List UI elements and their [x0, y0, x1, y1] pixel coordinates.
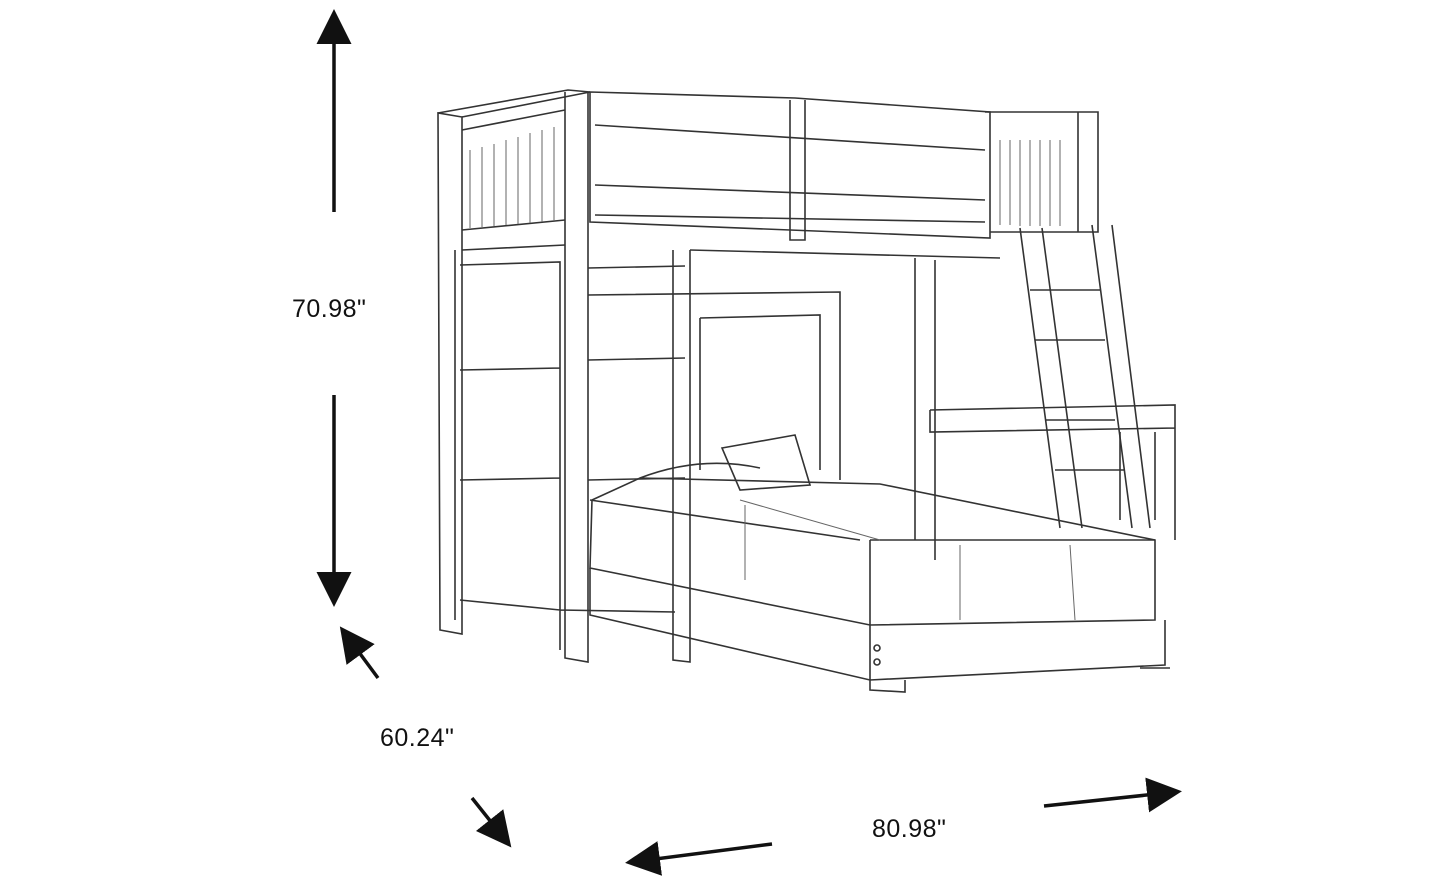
depth-arrow [339, 626, 512, 848]
width-label: 80.98" [872, 815, 947, 843]
depth-label: 60.24" [380, 724, 455, 752]
width-arrow [625, 777, 1182, 876]
height-label: 70.98" [292, 295, 367, 323]
loft-bed-drawing [437, 89, 1176, 693]
